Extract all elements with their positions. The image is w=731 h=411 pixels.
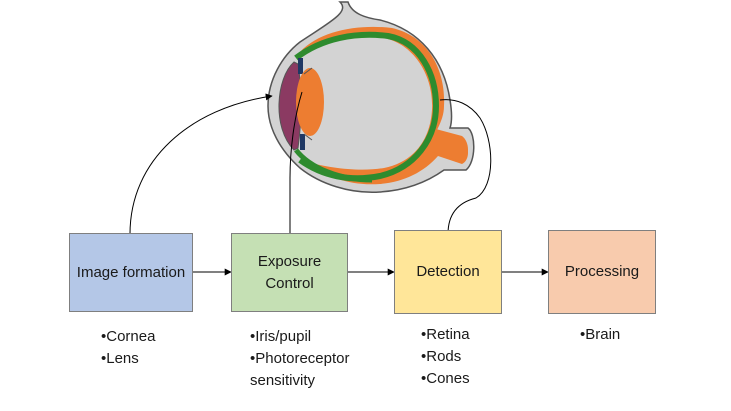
connector-detection-to-retina — [439, 99, 492, 235]
list-item: •Lens — [101, 350, 139, 367]
eye-illustration — [267, 1, 475, 193]
stage-label: Image formation — [76, 263, 186, 281]
stage-detection: Detection — [394, 230, 502, 314]
stage-image-formation: Image formation — [69, 233, 193, 312]
list-item: •Retina — [421, 326, 470, 343]
list-item: •Photoreceptor — [250, 350, 350, 367]
connector-exposure-to-iris — [289, 91, 303, 234]
stage-label: Exposure Control — [257, 252, 322, 292]
list-image-formation: •Cornea •Lens — [101, 326, 155, 370]
list-detection: •Retina •Rods •Cones — [421, 324, 470, 390]
list-exposure-control: •Iris/pupil •Photoreceptor sensitivity — [250, 326, 349, 392]
list-item: •Cornea — [101, 328, 156, 345]
list-item: •Cones — [421, 370, 470, 387]
lens — [296, 68, 324, 136]
stage-label: Detection — [416, 263, 480, 280]
iris-top — [298, 58, 303, 74]
list-processing: •Brain — [580, 324, 620, 346]
stage-label: Processing — [564, 263, 640, 280]
optic-nerve — [432, 128, 468, 162]
list-item: sensitivity — [250, 372, 316, 389]
connector-image-formation-to-cornea — [129, 93, 273, 235]
stage-processing: Processing — [548, 230, 656, 314]
iris-bottom — [300, 134, 305, 150]
stage-exposure-control: Exposure Control — [231, 233, 348, 312]
list-item: •Rods — [421, 348, 462, 365]
list-item: •Brain — [580, 326, 621, 343]
list-item: •Iris/pupil — [250, 328, 312, 345]
